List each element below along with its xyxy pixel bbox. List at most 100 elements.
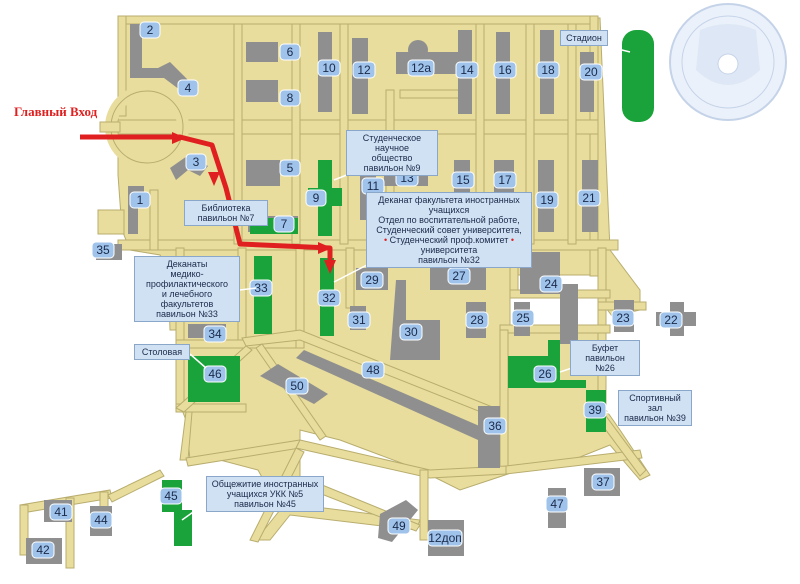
badge-35: 35: [91, 241, 115, 259]
svg-text:3: 3: [193, 155, 200, 169]
student-society-label: Студенческое научное общество павильон №…: [346, 130, 438, 176]
badge-29: 29: [360, 271, 384, 289]
library-label: Библиотека павильон №7: [184, 200, 268, 226]
badge-49: 49: [387, 517, 411, 535]
svg-text:41: 41: [54, 505, 68, 519]
svg-text:25: 25: [516, 311, 530, 325]
badge-1: 1: [129, 191, 151, 209]
badge-36: 36: [483, 417, 507, 435]
svg-text:39: 39: [588, 403, 602, 417]
svg-text:27: 27: [452, 269, 466, 283]
dean-line-1: Деканат факультета иностранных учащихся: [378, 195, 520, 215]
badge-24: 24: [539, 275, 563, 293]
badge-45: 45: [159, 487, 183, 505]
svg-text:42: 42: [36, 543, 50, 557]
dean-line-2: Отдел по воспитательной работе,: [378, 215, 520, 225]
svg-text:32: 32: [322, 291, 336, 305]
svg-text:12доп: 12доп: [428, 531, 462, 545]
svg-text:26: 26: [538, 367, 552, 381]
dean33-line-3: и лечебного факультетов: [160, 289, 214, 309]
svg-text:17: 17: [498, 173, 512, 187]
badge-15: 15: [451, 171, 475, 189]
svg-text:28: 28: [470, 313, 484, 327]
badge-25: 25: [511, 309, 535, 327]
badge-47: 47: [545, 495, 569, 513]
badge-48: 48: [361, 361, 385, 379]
dean33-label: Деканаты медико-профилактического и лече…: [134, 256, 240, 322]
route-arrow-3: [318, 242, 332, 254]
svg-text:49: 49: [392, 519, 406, 533]
library-line-2: павильон №7: [197, 213, 255, 223]
society-line-3: павильон №9: [363, 163, 421, 173]
university-seal-logo: [669, 3, 787, 121]
dean33-line-1: Деканаты: [166, 259, 208, 269]
dean-line-6: павильон №32: [418, 255, 480, 265]
badge-42: 42: [31, 541, 55, 559]
dean33-line-2: медико-профилактического: [145, 269, 229, 289]
dorm-line-2: учащихся УКК №5: [226, 489, 304, 499]
badge-8: 8: [279, 89, 301, 107]
dean-line-4: • Студенческий проф.комитет •: [383, 235, 515, 245]
svg-text:44: 44: [94, 513, 108, 527]
svg-text:4: 4: [185, 81, 192, 95]
route-arrow-2: [208, 172, 220, 186]
badge-2: 2: [139, 21, 161, 39]
badge-3: 3: [185, 153, 207, 171]
dean-line-4-text: Студенческий проф.комитет: [389, 235, 509, 245]
badge-26: 26: [533, 365, 557, 383]
svg-text:30: 30: [404, 325, 418, 339]
badge-22: 22: [659, 311, 683, 329]
badge-46: 46: [203, 365, 227, 383]
svg-text:29: 29: [365, 273, 379, 287]
dorm-line-1: Общежитие иностранных: [211, 479, 319, 489]
svg-text:20: 20: [584, 65, 598, 79]
badge-31: 31: [347, 311, 371, 329]
buffet-line-1: Буфет: [591, 343, 619, 353]
badge-7: 7: [273, 215, 295, 233]
badge-41: 41: [49, 503, 73, 521]
stadium-field: [622, 30, 654, 122]
svg-text:15: 15: [456, 173, 470, 187]
society-line-2: общество: [371, 153, 413, 163]
canteen-label: Столовая: [134, 344, 190, 360]
badge-39: 39: [583, 401, 607, 419]
svg-text:21: 21: [582, 191, 596, 205]
gym-line-2: павильон №39: [624, 413, 686, 423]
svg-text:14: 14: [460, 63, 474, 77]
dormitory-label: Общежитие иностранных учащихся УКК №5 па…: [206, 476, 324, 512]
badge-6: 6: [279, 43, 301, 61]
svg-text:12а: 12а: [411, 61, 431, 75]
badge-16: 16: [493, 61, 517, 79]
badge-12: 12: [352, 61, 376, 79]
svg-text:36: 36: [488, 419, 502, 433]
badge-11: 11: [361, 177, 385, 195]
building-number-badges: 2 4 6 8 10 12 12а 14 16 18 20 3 1 5 9 11…: [31, 21, 683, 559]
badge-27: 27: [447, 267, 471, 285]
svg-text:50: 50: [290, 379, 304, 393]
svg-text:18: 18: [541, 63, 555, 77]
buffet-label: Буфет павильон №26: [570, 340, 640, 376]
badge-10: 10: [317, 59, 341, 77]
badge-33: 33: [249, 279, 273, 297]
svg-text:31: 31: [352, 313, 366, 327]
badge-18: 18: [536, 61, 560, 79]
svg-text:37: 37: [596, 475, 610, 489]
stadium-label: Стадион: [560, 30, 608, 46]
dean-line-5: университета: [420, 245, 478, 255]
svg-text:5: 5: [287, 161, 294, 175]
svg-text:46: 46: [208, 367, 222, 381]
dorm-line-3: павильон №45: [234, 499, 296, 509]
badge-50: 50: [285, 377, 309, 395]
svg-text:48: 48: [366, 363, 380, 377]
svg-text:11: 11: [367, 179, 380, 193]
badge-14: 14: [455, 61, 479, 79]
badge-28: 28: [465, 311, 489, 329]
badge-37: 37: [591, 473, 615, 491]
buffet-line-2: павильон №26: [585, 353, 625, 373]
route-arrow-4: [324, 260, 336, 274]
badge-12a: 12а: [407, 59, 435, 77]
svg-text:22: 22: [664, 313, 678, 327]
svg-text:8: 8: [287, 91, 294, 105]
gym-line-1: Спортивный зал: [629, 393, 681, 413]
